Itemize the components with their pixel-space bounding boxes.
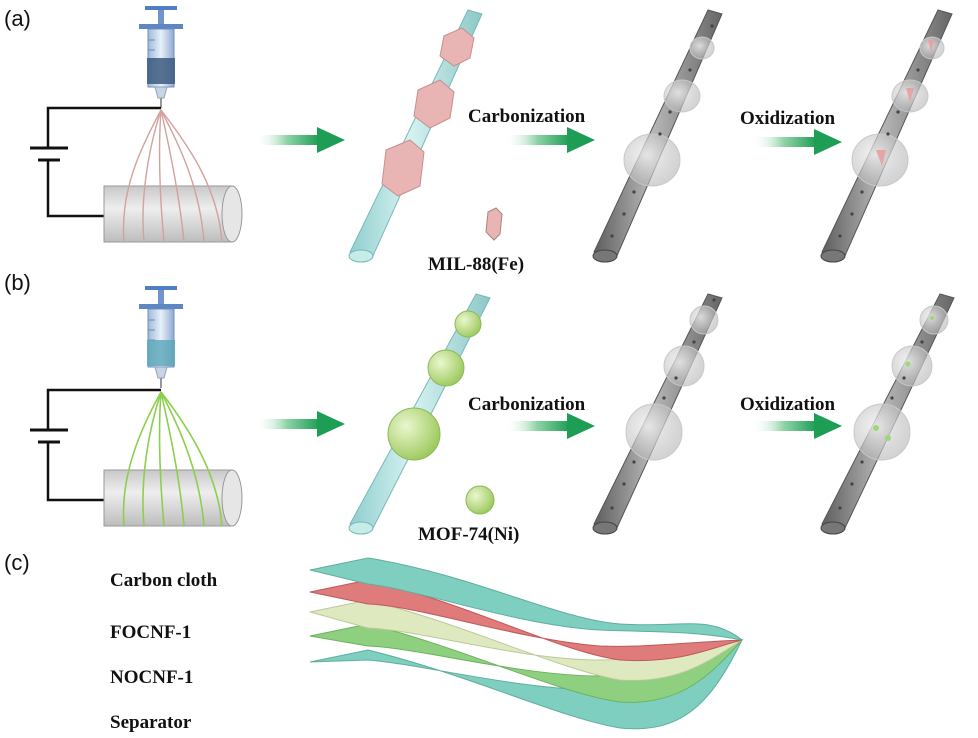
panel-a-letter: (a) [4, 6, 31, 31]
carbon-fiber-a1 [592, 9, 723, 263]
mof-label-a: MIL-88(Fe) [428, 254, 524, 275]
layer-label-nocnf: NOCNF-1 [110, 667, 193, 688]
carbon-fiber-b2 [820, 293, 955, 535]
arrow-a2 [505, 127, 595, 153]
panel-b-letter: (b) [4, 270, 31, 295]
panel-c-letter: (c) [4, 550, 30, 575]
arrow-a1 [255, 127, 345, 153]
layer-label-separator: Separator [110, 712, 192, 733]
electrospinning-setup-a [30, 5, 243, 243]
step-label-carbonization-b: Carbonization [468, 394, 586, 415]
arrow-a3 [752, 129, 842, 155]
carbon-fiber-a2 [820, 9, 953, 263]
fiber-mil88 [348, 9, 503, 263]
layer-stack [309, 557, 744, 730]
layer-label-carbon-cloth: Carbon cloth [110, 570, 218, 591]
step-label-oxidization-a: Oxidization [740, 108, 835, 129]
fiber-mof74 [348, 293, 495, 535]
layer-label-focnf: FOCNF-1 [110, 622, 191, 643]
mof-label-b: MOF-74(Ni) [418, 524, 519, 545]
step-label-carbonization-a: Carbonization [468, 106, 586, 127]
carbon-fiber-b1 [592, 293, 723, 535]
arrow-b3 [752, 413, 842, 439]
step-label-oxidization-b: Oxidization [740, 394, 835, 415]
arrow-b2 [505, 413, 595, 439]
electrospinning-setup-b [30, 285, 243, 527]
arrow-b1 [255, 411, 345, 437]
